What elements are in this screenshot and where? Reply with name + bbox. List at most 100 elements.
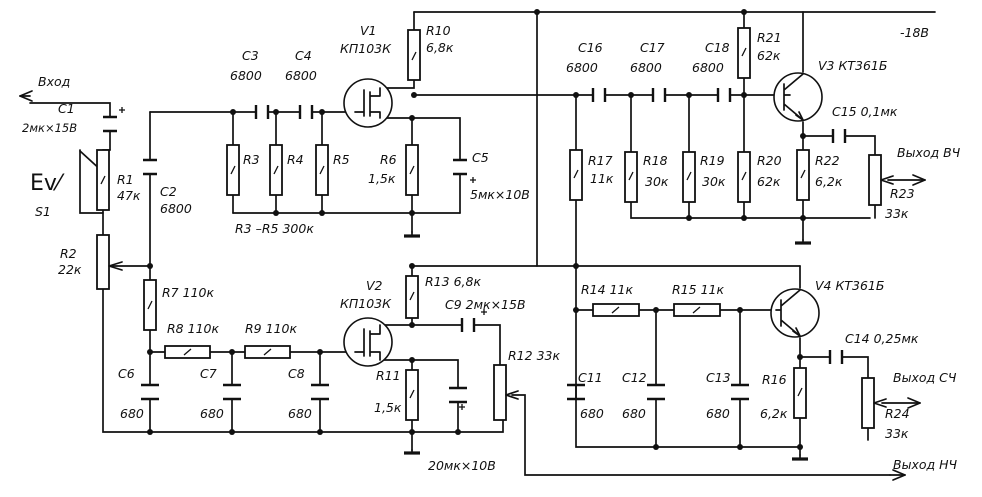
label-out-mf: Выход СЧ xyxy=(893,370,957,385)
label-v2: V2 xyxy=(366,278,383,293)
label-r2-val: 22к xyxy=(58,262,82,277)
label-c3-val: 6800 xyxy=(230,68,262,83)
label-r12: R12 33к xyxy=(508,348,560,363)
label-r20-val: 62к xyxy=(757,174,781,189)
label-r2: R2 xyxy=(60,246,77,261)
label-r16: R16 xyxy=(762,372,787,387)
capacitor-c17 xyxy=(651,88,667,102)
label-s1: S1 xyxy=(35,204,51,219)
resistor-r12 xyxy=(493,364,507,421)
label-c1-val: 2мк×15В xyxy=(22,121,77,135)
label-out-hf: Выход ВЧ xyxy=(897,145,961,160)
label-input: Вход xyxy=(38,74,70,89)
output-arrows xyxy=(19,90,926,481)
label-c16: C16 xyxy=(578,40,603,55)
label-r16-val: 6,2к xyxy=(760,406,788,421)
label-r10-val: 6,8к xyxy=(426,40,454,55)
label-r19: R19 xyxy=(700,153,725,168)
label-r13: R13 6,8к xyxy=(425,274,481,289)
label-c5-val: 5мк×10В xyxy=(470,187,530,202)
label-c4-val: 6800 xyxy=(285,68,317,83)
label-r6-val: 1,5к xyxy=(368,171,396,186)
label-r14: R14 11к xyxy=(581,282,633,297)
label-r10: R10 xyxy=(426,23,451,38)
label-r11: R11 xyxy=(376,368,401,383)
resistor-r23 xyxy=(868,154,882,206)
capacitor-c13 xyxy=(731,383,749,401)
label-c4: C4 xyxy=(295,48,312,63)
capacitor-c15 xyxy=(831,129,847,143)
labels: -18В Вход C1 2мк×15В Ev⁄ S1 R1 47к R2 22… xyxy=(22,23,961,473)
label-r23-val: 33к xyxy=(885,206,909,221)
label-r22-val: 6,2к xyxy=(815,174,843,189)
label-c17-val: 6800 xyxy=(630,60,662,75)
junction-dots xyxy=(147,9,806,450)
label-out-lf: Выход НЧ xyxy=(893,457,958,472)
capacitor-c1 xyxy=(103,115,117,133)
label-r7: R7 110к xyxy=(162,285,214,300)
label-v2-type: КП103К xyxy=(340,296,392,311)
capacitor-c8 xyxy=(311,383,329,401)
label-r3-r5: R3 –R5 300к xyxy=(235,221,314,236)
label-c9: C9 2мк×15В xyxy=(445,297,526,312)
label-r19-val: 30к xyxy=(702,174,726,189)
label-r1: R1 xyxy=(117,172,134,187)
label-r5: R5 xyxy=(333,152,350,167)
capacitor-c5 xyxy=(453,158,467,176)
label-c11-val: 680 xyxy=(580,406,604,421)
label-r17: R17 xyxy=(588,153,613,168)
transistor-v3 xyxy=(773,72,823,122)
label-c3: C3 xyxy=(242,48,259,63)
capacitor-c14 xyxy=(828,350,844,364)
label-r9: R9 110к xyxy=(245,321,297,336)
label-r21-val: 62к xyxy=(757,48,781,63)
label-r11-val: 1,5к xyxy=(374,400,402,415)
label-c16-val: 6800 xyxy=(566,60,598,75)
capacitor-c9 xyxy=(460,318,476,332)
capacitor-c12 xyxy=(647,383,665,401)
label-r4: R4 xyxy=(287,152,304,167)
label-r24: R24 xyxy=(885,406,910,421)
label-c8: C8 xyxy=(288,366,305,381)
label-r20: R20 xyxy=(757,153,782,168)
label-r15: R15 11к xyxy=(672,282,724,297)
label-r23: R23 xyxy=(890,186,915,201)
label-c14: C14 0,25мк xyxy=(845,331,919,346)
label-supply: -18В xyxy=(900,25,929,40)
label-r1-val: 47к xyxy=(117,188,141,203)
label-c13-val: 680 xyxy=(706,406,730,421)
capacitor-c7 xyxy=(223,383,241,401)
label-r22: R22 xyxy=(815,153,840,168)
capacitor-c10 xyxy=(449,386,467,404)
label-c5: C5 xyxy=(472,150,489,165)
resistors xyxy=(96,27,894,429)
label-c11: C11 xyxy=(578,370,603,385)
label-c10-val: 20мк×10В xyxy=(428,458,496,473)
label-c1: C1 xyxy=(58,101,75,116)
capacitor-c2 xyxy=(143,158,157,176)
label-c7: C7 xyxy=(200,366,217,381)
capacitor-c16 xyxy=(591,88,607,102)
ground-symbols xyxy=(404,231,811,461)
label-c2-val: 6800 xyxy=(160,201,192,216)
label-v4: V4 КТ361Б xyxy=(815,278,884,293)
label-c6: C6 xyxy=(118,366,135,381)
resistor-r2 xyxy=(96,234,110,290)
label-r8: R8 110к xyxy=(167,321,219,336)
capacitor-c6 xyxy=(141,383,159,401)
capacitor-c4 xyxy=(298,105,314,119)
label-c15: C15 0,1мк xyxy=(832,104,898,119)
label-c12: C12 xyxy=(622,370,647,385)
label-c8-val: 680 xyxy=(288,406,312,421)
resistor-r24 xyxy=(861,377,875,429)
label-v3: V3 КТ361Б xyxy=(818,58,887,73)
label-v1-type: КП103К xyxy=(340,41,392,56)
label-v1: V1 xyxy=(360,23,377,38)
capacitor-c11 xyxy=(567,383,585,401)
label-c12-val: 680 xyxy=(622,406,646,421)
label-r24-val: 33к xyxy=(885,426,909,441)
label-c7-val: 680 xyxy=(200,406,224,421)
label-c6-val: 680 xyxy=(120,406,144,421)
label-r21: R21 xyxy=(757,30,782,45)
label-switch-glyph: Ev⁄ xyxy=(30,171,65,196)
